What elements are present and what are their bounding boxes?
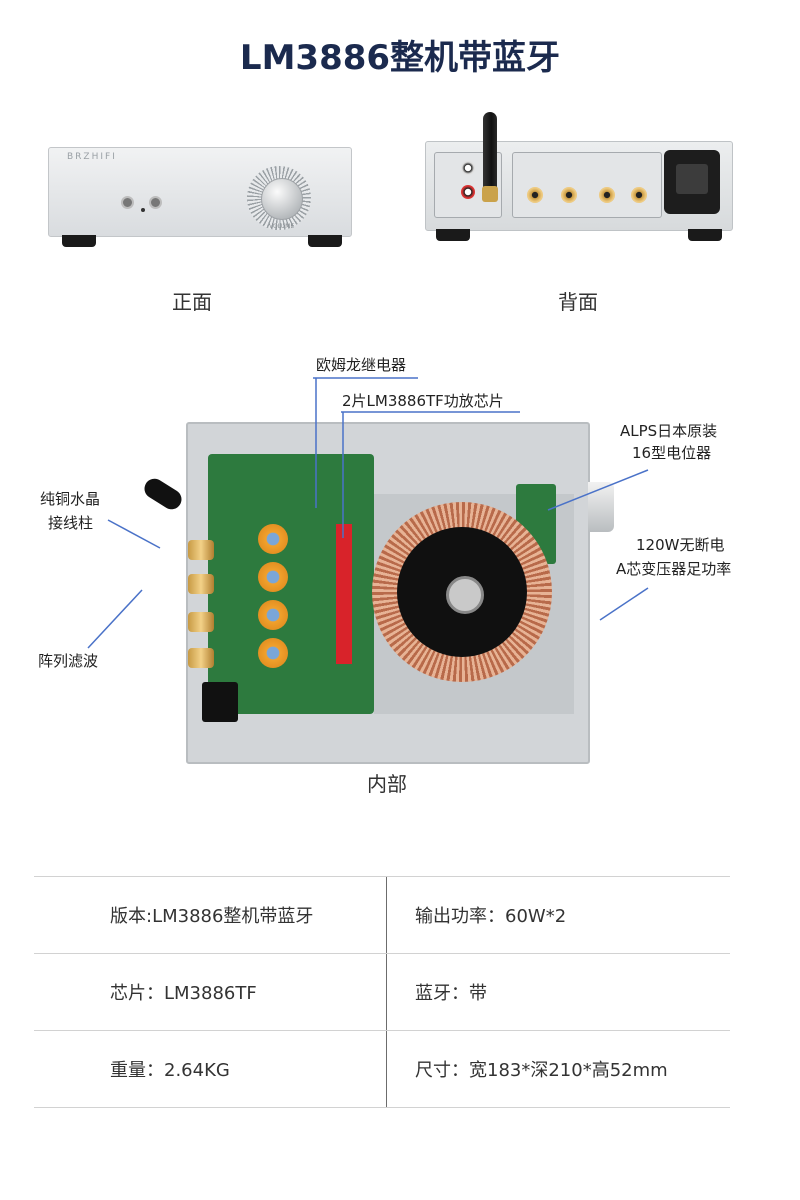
spec-cell: 尺寸：宽183*深210*高52mm: [386, 1030, 730, 1108]
capacitor-icon: [258, 524, 288, 554]
power-inlet-icon: [664, 150, 720, 214]
bluetooth-antenna-icon: [483, 112, 497, 194]
callout-filter: 阵列滤波: [38, 652, 99, 670]
transformer-bolt: [446, 576, 484, 614]
binding-post-icon: [188, 540, 214, 560]
callout-posts-line1: 纯铜水晶: [40, 490, 101, 508]
foot-right: [308, 235, 342, 247]
antenna-base: [482, 186, 498, 202]
internal-photo: [186, 422, 590, 764]
binding-post-icon: [188, 612, 214, 632]
power-socket-icon: [202, 682, 238, 722]
binding-post-icon: [599, 187, 615, 203]
page-title: LM3886整机带蓝牙: [239, 38, 561, 78]
table-row: 芯片：LM3886TF 蓝牙：带: [34, 953, 730, 1031]
spec-cell: 芯片：LM3886TF: [34, 953, 387, 1031]
spec-cell: 版本:LM3886整机带蓝牙: [34, 876, 387, 954]
callout-posts-line2: 接线柱: [48, 514, 94, 532]
callout-relay: 欧姆龙继电器: [316, 356, 407, 374]
input-switch-icon: [149, 196, 162, 209]
brand-logo: BRZHIFI: [67, 152, 117, 162]
rca-white-icon: [461, 161, 475, 175]
spec-table: 版本:LM3886整机带蓝牙 输出功率：60W*2 芯片：LM3886TF 蓝牙…: [34, 876, 730, 1108]
rca-red-icon: [461, 185, 475, 199]
foot-right: [688, 229, 722, 241]
binding-post-icon: [527, 187, 543, 203]
speaker-output-panel: [512, 152, 662, 218]
foot-left: [436, 229, 470, 241]
spec-cell: 输出功率：60W*2: [386, 876, 730, 954]
callout-chip: 2片LM3886TF功放芯片: [342, 392, 504, 410]
binding-post-icon: [188, 574, 214, 594]
capacitor-icon: [258, 562, 288, 592]
volume-shaft-icon: [588, 482, 614, 532]
binding-post-icon: [561, 187, 577, 203]
binding-post-icon: [631, 187, 647, 203]
table-row: 重量：2.64KG 尺寸：宽183*深210*高52mm: [34, 1030, 730, 1108]
spec-cell: 重量：2.64KG: [34, 1030, 387, 1108]
spec-cell: 蓝牙：带: [386, 953, 730, 1031]
front-caption: 正面: [172, 290, 212, 314]
power-switch-icon: [121, 196, 134, 209]
capacitor-icon: [258, 600, 288, 630]
volume-label: VOLUME: [269, 223, 295, 230]
back-caption: 背面: [558, 290, 598, 314]
callout-pot-line1: ALPS日本原装: [620, 422, 718, 440]
callout-transformer-line1: 120W无断电: [636, 536, 725, 554]
volume-knob-icon: [261, 178, 303, 220]
callout-pot-line2: 16型电位器: [632, 444, 712, 462]
indicator-led-icon: [141, 208, 145, 212]
foot-left: [62, 235, 96, 247]
capacitor-icon: [258, 638, 288, 668]
heatsink: [336, 524, 352, 664]
internal-caption: 内部: [367, 772, 407, 796]
table-row: 版本:LM3886整机带蓝牙 输出功率：60W*2: [34, 876, 730, 954]
callout-transformer-line2: A芯变压器足功率: [616, 560, 732, 578]
binding-post-icon: [188, 648, 214, 668]
